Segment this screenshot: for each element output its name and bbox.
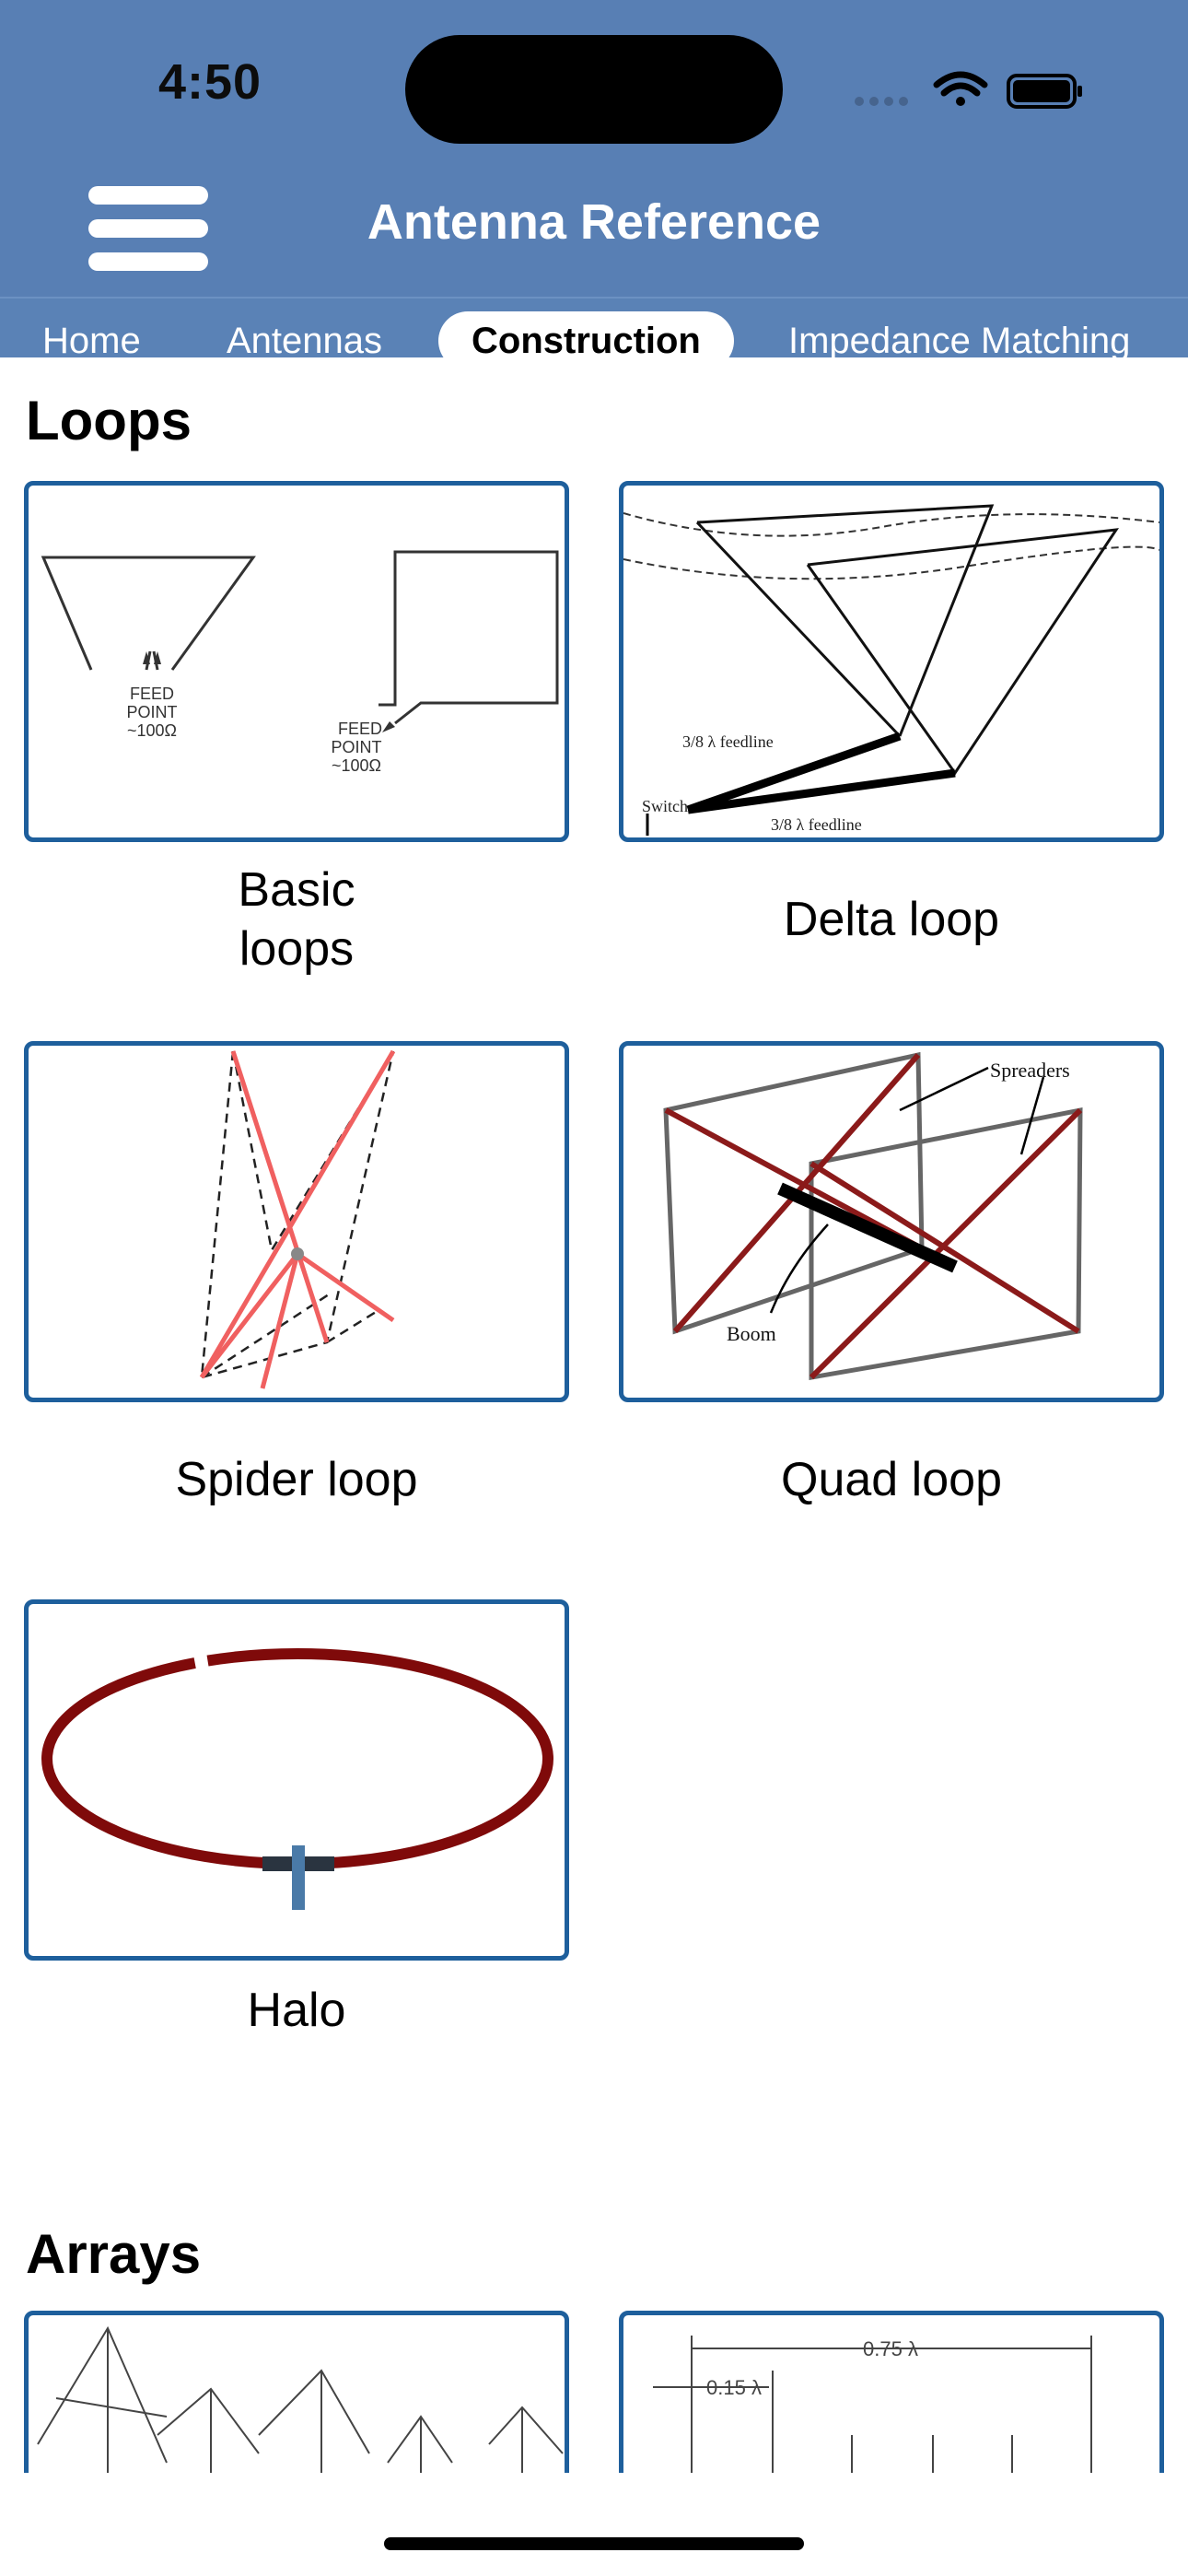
basic-feed2-line3: ~100Ω xyxy=(332,756,381,775)
card-delta-loop[interactable]: 3/8 λ feedline Switch 3/8 λ feedline xyxy=(619,481,1164,842)
card-halo[interactable] xyxy=(24,1599,569,1961)
tab-bar: Home Antennas Construction Impedance Mat… xyxy=(0,297,1188,357)
basic-feed1-line2: POINT xyxy=(126,703,177,721)
cellular-signal-icon xyxy=(855,97,908,106)
delta-switch-label: Switch xyxy=(642,797,688,815)
nav-title: Antenna Reference xyxy=(367,194,821,250)
caption-spider-loop: Spider loop xyxy=(175,1453,418,1506)
wifi-icon xyxy=(933,71,988,106)
home-indicator[interactable] xyxy=(384,2537,804,2550)
quad-boom-label: Boom xyxy=(727,1322,776,1345)
tab-impedance-matching[interactable]: Impedance Matching xyxy=(788,321,1131,357)
section-title-arrays: Arrays xyxy=(26,2223,202,2285)
basic-feed2-line2: POINT xyxy=(331,738,381,756)
bottom-safe-area xyxy=(0,2473,1188,2576)
status-time: 4:50 xyxy=(158,54,262,110)
tab-home[interactable]: Home xyxy=(42,321,141,357)
hamburger-menu-icon[interactable] xyxy=(88,182,208,275)
basic-feed2-line1: FEED xyxy=(338,720,382,738)
tab-antennas[interactable]: Antennas xyxy=(227,321,383,357)
delta-feedline-b: 3/8 λ feedline xyxy=(771,815,862,834)
basic-loops-diagram: FEED POINT ~100Ω FEED POINT ~100Ω xyxy=(41,550,559,775)
status-icons xyxy=(855,71,1082,109)
caption-delta-loop: Delta loop xyxy=(783,893,1000,946)
array-diagram-1 xyxy=(37,2325,564,2500)
array-dim-spacing: 0.15 λ xyxy=(706,2376,762,2399)
array-dim-total: 0.75 λ xyxy=(863,2337,918,2360)
dynamic-island xyxy=(405,35,783,144)
caption-halo: Halo xyxy=(247,1984,346,2037)
caption-quad-loop: Quad loop xyxy=(781,1453,1002,1506)
basic-feed1-line1: FEED xyxy=(130,685,174,703)
delta-loop-diagram: 3/8 λ feedline Switch 3/8 λ feedline xyxy=(623,504,1159,836)
tab-construction[interactable]: Construction xyxy=(438,311,734,357)
spider-loop-diagram xyxy=(199,1049,396,1389)
card-quad-loop[interactable]: Spreaders Boom xyxy=(619,1041,1164,1402)
app-header: 4:50 Antenna Reference Home Antennas Con… xyxy=(0,0,1188,357)
basic-feed1-line3: ~100Ω xyxy=(127,721,177,740)
card-basic-loops[interactable]: FEED POINT ~100Ω FEED POINT ~100Ω xyxy=(24,481,569,842)
halo-diagram xyxy=(41,1622,553,1910)
section-title-loops: Loops xyxy=(26,390,192,451)
caption-basic-loops: Basic loops xyxy=(238,863,355,976)
delta-feedline-a: 3/8 λ feedline xyxy=(682,732,774,751)
quad-loop-diagram: Spreaders Boom xyxy=(663,1051,1083,1380)
quad-spreaders-label: Spreaders xyxy=(990,1059,1070,1082)
battery-icon xyxy=(1007,74,1082,109)
card-spider-loop[interactable] xyxy=(24,1041,569,1402)
